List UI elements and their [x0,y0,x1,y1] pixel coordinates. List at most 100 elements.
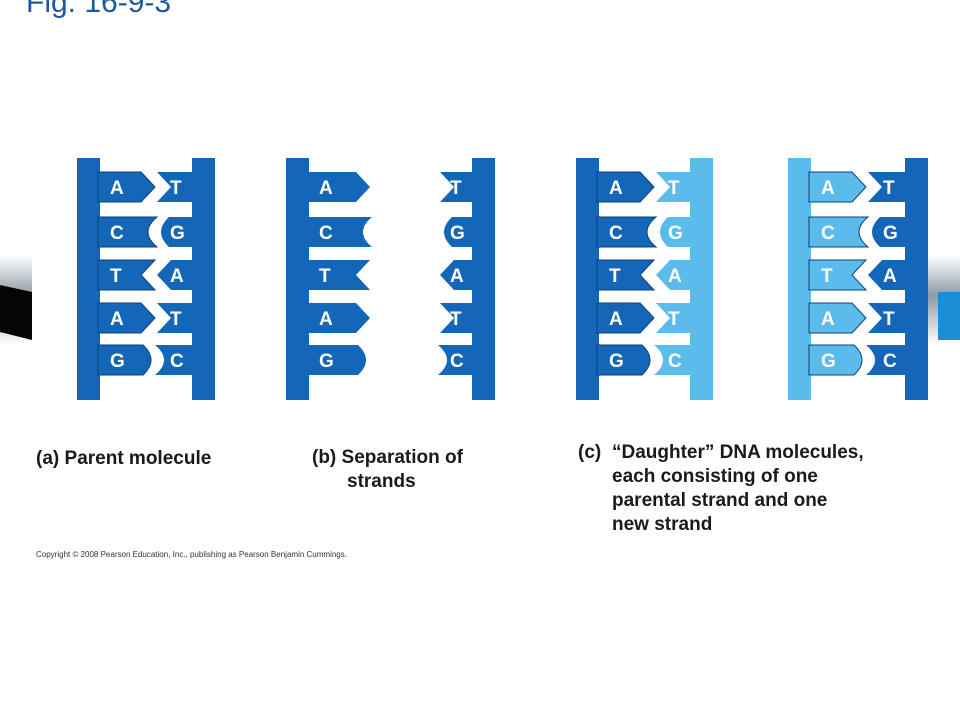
right-base-label: T [883,178,895,199]
right-base-label: C [668,351,682,372]
left-base-label: A [821,309,835,330]
left-base-label: A [609,309,623,330]
right-base-C [866,345,907,375]
left-base-A [307,303,370,333]
right-base-A [868,260,907,290]
right-base-G [444,217,474,247]
left-base-A [596,171,655,203]
left-base-label: A [319,309,333,330]
left-base-label: T [821,266,833,287]
right-base-C [654,345,692,375]
left-base-label: T [319,266,331,287]
left-base-label: A [110,309,124,330]
copyright-notice: Copyright © 2008 Pearson Education, Inc.… [36,550,347,559]
right-base-T [157,303,194,333]
right-base-label: G [450,223,465,244]
right-base-C [438,345,474,375]
right-base-C [155,345,194,375]
left-base-label: C [609,223,623,244]
caption-a-tag: (a) [36,448,60,469]
right-base-T [440,172,474,202]
caption-c-line-4: new strand [612,514,713,535]
left-base-label: A [110,178,124,199]
left-base-label: A [319,178,333,199]
right-base-T [440,303,474,333]
left-backbone [788,158,811,400]
left-base-G [307,345,366,375]
left-band-dark [0,285,32,340]
left-base-label: T [609,266,621,287]
right-band-accent [938,292,960,340]
right-base-label: C [883,351,897,372]
caption-a-text: Parent molecule [64,448,212,469]
left-base-label: T [110,266,122,287]
right-base-label: A [883,266,897,287]
right-base-label: T [450,178,462,199]
left-base-C [307,217,372,247]
right-base-label: G [883,223,898,244]
left-backbone [576,158,599,400]
right-base-G [161,217,194,247]
left-base-label: G [319,351,334,372]
caption-b-tag: (b) [312,447,337,468]
left-base-A [97,171,156,203]
left-base-A [808,302,867,334]
right-base-A [440,260,474,290]
right-base-T [868,172,907,202]
caption-c-line-1: “Daughter” DNA molecules, [612,442,864,463]
left-base-label: C [319,223,333,244]
right-base-label: T [668,309,680,330]
left-base-A [97,302,156,334]
caption-a: (a) Parent molecule [36,447,211,471]
right-base-label: G [170,223,185,244]
right-base-T [157,172,194,202]
caption-b-line-1: Separation of [341,447,463,468]
left-base-label: A [609,178,623,199]
left-base-T [307,260,370,290]
right-base-label: C [450,351,464,372]
right-base-T [868,303,907,333]
right-base-label: G [668,223,683,244]
caption-c-line-2: each consisting of one [612,466,818,487]
right-base-label: T [450,309,462,330]
left-base-C [596,216,658,248]
caption-c-tag: (c) [578,442,602,463]
left-base-A [596,302,655,334]
caption-b-line-2: strands [347,471,416,492]
caption-b: (b) Separation of strands [312,446,463,494]
right-base-A [157,260,194,290]
right-base-G [660,217,692,247]
left-backbone [286,158,309,400]
right-base-label: T [668,178,680,199]
right-backbone [192,158,215,400]
right-base-G [872,217,907,247]
left-base-label: G [821,351,836,372]
left-base-label: C [821,223,835,244]
right-backbone [690,158,713,400]
caption-c-line-3: parental strand and one [612,490,828,511]
right-backbone [472,158,495,400]
right-base-label: A [170,266,184,287]
right-base-label: T [170,309,182,330]
right-base-label: A [450,266,464,287]
figure-title: Fig. 16-9-3 [26,0,172,19]
left-base-A [808,171,867,203]
right-base-T [656,172,692,202]
right-base-label: A [668,266,682,287]
left-backbone [77,158,100,400]
right-base-label: C [170,351,184,372]
right-base-A [656,260,692,290]
left-base-C [808,216,870,248]
left-base-G [596,344,651,376]
right-base-T [656,303,692,333]
left-base-C [97,216,159,248]
left-base-label: G [110,351,125,372]
left-base-T [808,259,868,291]
right-backbone [905,158,928,400]
left-base-T [596,259,656,291]
